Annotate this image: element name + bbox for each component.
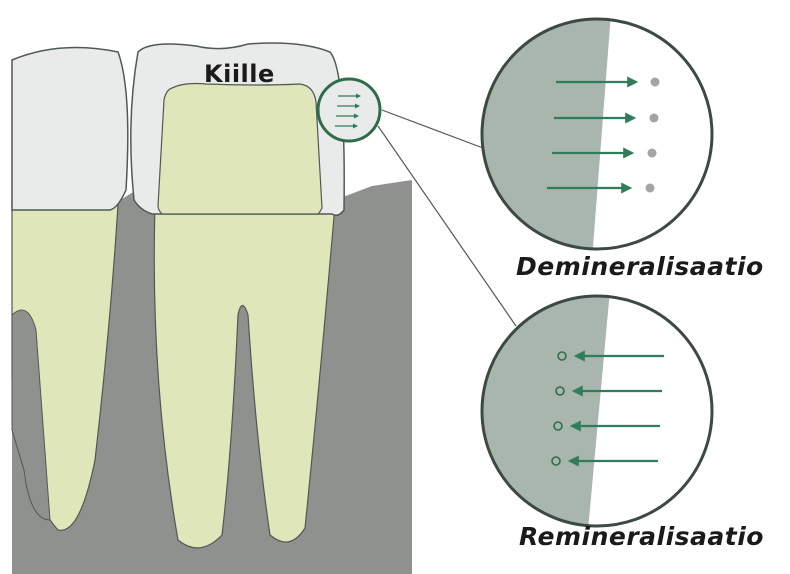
- mineral-dot: [650, 114, 659, 123]
- mineral-dot: [648, 149, 657, 158]
- enamel-detail-circle: [318, 79, 380, 141]
- remineralization-label: Remineralisaatio: [519, 522, 764, 551]
- mineral-dot: [556, 387, 564, 395]
- mineral-dot: [552, 457, 560, 465]
- connector-line-top: [382, 110, 483, 148]
- dentin-core: [158, 84, 322, 215]
- enamel-label: Kiille: [204, 60, 275, 88]
- demineralization-zoom: [470, 0, 712, 260]
- left-tooth-crown: [12, 48, 128, 211]
- mineral-dot: [651, 78, 660, 87]
- mineral-dot: [558, 352, 566, 360]
- mineral-dot: [646, 184, 655, 193]
- remineralization-zoom: [470, 290, 712, 530]
- mineral-dot: [554, 422, 562, 430]
- demineralization-label: Demineralisaatio: [516, 252, 764, 281]
